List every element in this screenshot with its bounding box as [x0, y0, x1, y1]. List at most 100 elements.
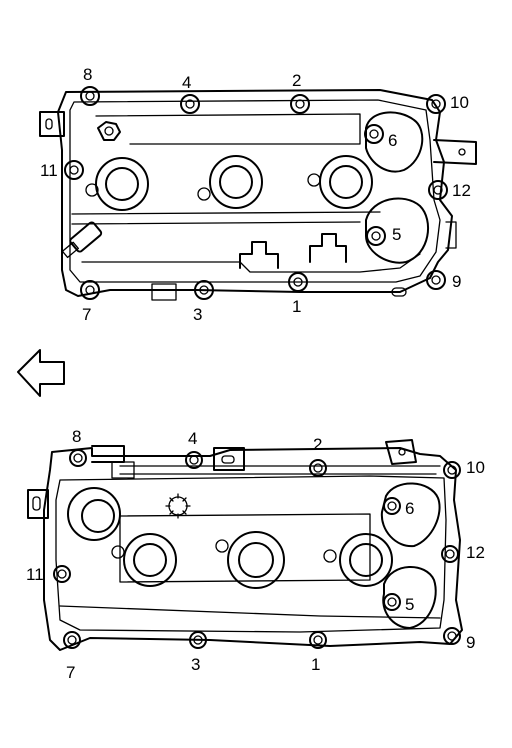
bottom-label-12: 12: [466, 543, 485, 562]
bottom-oil-cap: [165, 493, 191, 519]
top-plug-tube-2-inner: [219, 165, 253, 199]
top-bolt-12: [428, 180, 448, 200]
top-bolt-4: [180, 94, 200, 114]
bottom-cover-lower-rail: [59, 605, 441, 619]
bottom-label-8: 8: [72, 427, 81, 446]
bottom-cover-top-rail: [119, 465, 441, 475]
top-plug-tube-2-outer: [209, 155, 263, 209]
top-spark-plug-tubes: [85, 155, 373, 211]
bottom-plug-tube-3-outer: [227, 531, 285, 589]
bottom-plug-tube-2-outer: [123, 533, 177, 587]
top-bolt-3: [194, 280, 214, 300]
bottom-cover-outline: [43, 447, 463, 651]
top-bolt-6-pad: [365, 111, 424, 173]
bottom-top-bracket-left: [91, 445, 125, 463]
top-pcv-fitting: [61, 221, 103, 259]
top-bottom-slot: [391, 287, 407, 297]
bottom-label-10: 10: [466, 458, 485, 477]
top-plug-small-boss-1: [85, 183, 99, 197]
top-cover-upper-rib: [95, 113, 361, 145]
bottom-plug-tube-1-outer: [67, 487, 121, 541]
bottom-bolt-1: [309, 631, 327, 649]
top-bolt-10: [426, 94, 446, 114]
bottom-plug-small-boss-3: [323, 549, 337, 563]
bottom-label-4: 4: [188, 429, 197, 448]
top-plug-tube-1-outer: [95, 157, 149, 211]
top-label-1: 1: [292, 297, 301, 316]
top-cover-inner-outline: [69, 99, 441, 283]
bottom-bolt-6: [383, 497, 401, 515]
bottom-top-bracket-right: [385, 439, 417, 465]
top-right-bracket: [433, 139, 477, 165]
top-harness-connectors: [239, 233, 347, 269]
bottom-cover-mid-plate: [119, 513, 371, 583]
bottom-plug-tube-4-inner: [349, 543, 383, 577]
top-connector-left: [239, 241, 279, 269]
top-label-6: 6: [388, 131, 397, 150]
top-cover-harness-rail: [81, 253, 421, 273]
bottom-top-bracket-right-hole: [398, 448, 406, 456]
top-bolt-5-pad: [365, 197, 429, 264]
bottom-spark-plug-tubes: [67, 487, 393, 589]
bottom-left-tab: [27, 489, 49, 519]
bottom-bolt-11: [53, 565, 71, 583]
bottom-label-5: 5: [405, 595, 414, 614]
top-plug-tube-3-inner: [329, 165, 363, 199]
top-plug-small-boss-2: [197, 187, 211, 201]
top-bolt-7: [80, 280, 100, 300]
top-bolt-8: [80, 86, 100, 106]
top-label-10: 10: [450, 93, 469, 112]
top-label-4: 4: [182, 73, 191, 92]
top-plug-tube-3-outer: [319, 155, 373, 209]
bottom-label-2: 2: [313, 435, 322, 454]
top-bolt-5: [366, 226, 386, 246]
bottom-label-7: 7: [66, 663, 75, 682]
bottom-bolt-2: [309, 459, 327, 477]
top-bolt-9: [426, 270, 446, 290]
top-label-8: 8: [83, 65, 92, 84]
bottom-plug-small-boss-2: [215, 539, 229, 553]
top-right-bracket-hole: [458, 148, 466, 156]
top-label-3: 3: [193, 305, 202, 324]
bottom-left-tab-slot: [32, 496, 41, 511]
top-right-side-strip: [445, 221, 457, 249]
top-left-tab: [39, 111, 65, 137]
bottom-bolt-7: [63, 631, 81, 649]
bottom-valve-cover: 8 4 2 10 6 11 12 5 9 7 3 1: [26, 427, 485, 682]
top-bolt-6: [364, 124, 384, 144]
bottom-top-bracket-left-foot: [111, 461, 135, 479]
top-label-2: 2: [292, 71, 301, 90]
bottom-bolt-6-pad: [380, 482, 441, 548]
bottom-plug-tube-2-inner: [133, 543, 167, 577]
left-arrow-icon: [17, 349, 65, 397]
top-hex-nut-hole: [104, 126, 114, 136]
bottom-plug-small-boss-1: [111, 545, 125, 559]
top-label-7: 7: [82, 305, 91, 324]
bottom-top-bracket-mid-slot: [221, 455, 235, 464]
top-label-12: 12: [452, 181, 471, 200]
bottom-bolt-10: [443, 461, 461, 479]
bottom-label-11: 11: [26, 565, 44, 584]
top-plug-small-boss-3: [307, 173, 321, 187]
bottom-bolt-8: [69, 449, 87, 467]
top-bolt-11: [64, 160, 84, 180]
top-hex-nut: [97, 121, 121, 141]
top-left-tab-slot: [45, 118, 53, 130]
bottom-label-9: 9: [466, 633, 475, 652]
top-label-5: 5: [392, 225, 401, 244]
bottom-top-bracket-mid: [213, 447, 245, 471]
bottom-label-6: 6: [405, 499, 414, 518]
bottom-bolt-5: [383, 593, 401, 611]
top-bolt-1: [288, 272, 308, 292]
top-connector-right: [309, 233, 347, 263]
bottom-plug-tube-1-inner: [81, 499, 115, 533]
top-bolt-2: [290, 94, 310, 114]
bottom-bolt-3: [189, 631, 207, 649]
top-cover-floor-line: [71, 211, 381, 225]
bottom-bolt-12: [441, 545, 459, 563]
top-label-11: 11: [40, 161, 58, 180]
bottom-label-3: 3: [191, 655, 200, 674]
bottom-bolt-9: [443, 627, 461, 645]
top-cover-outline: [57, 89, 453, 297]
